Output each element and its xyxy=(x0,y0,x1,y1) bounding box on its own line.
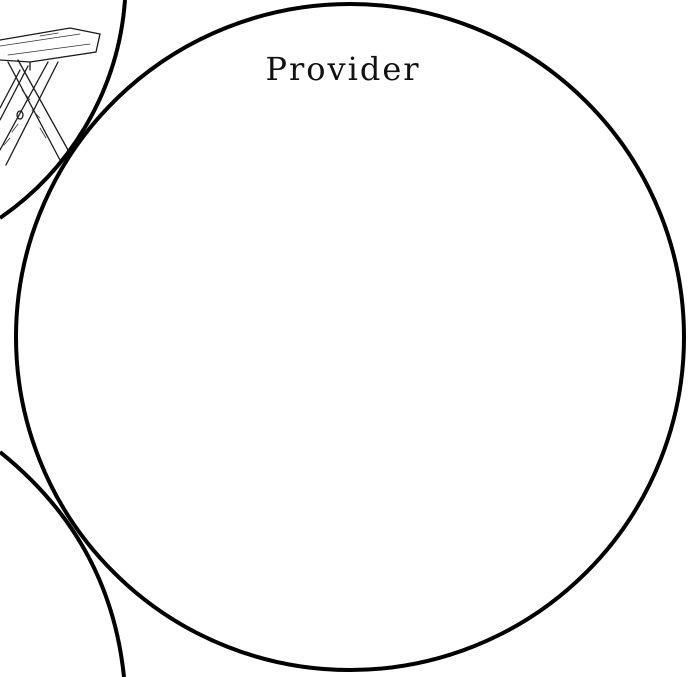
wooden-stool-sketch xyxy=(0,27,101,166)
top-left-neighbor-circle xyxy=(0,0,127,220)
provider-circle xyxy=(14,2,686,672)
provider-circle-title: Provider xyxy=(265,50,421,88)
bottom-left-neighbor-circle xyxy=(0,450,126,677)
